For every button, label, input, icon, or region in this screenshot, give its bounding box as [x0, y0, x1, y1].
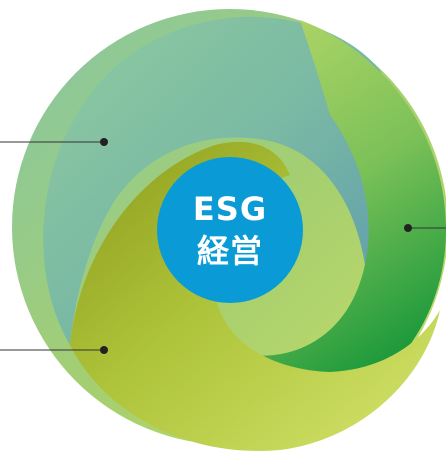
center-circle	[157, 157, 303, 303]
connector-dot-upper-left	[100, 138, 108, 146]
connector-dot-right	[404, 224, 412, 232]
swirl-segment-right	[215, 20, 446, 412]
swirl-segment-upper-left	[43, 16, 396, 346]
connector-dot-lower-left	[100, 346, 108, 354]
